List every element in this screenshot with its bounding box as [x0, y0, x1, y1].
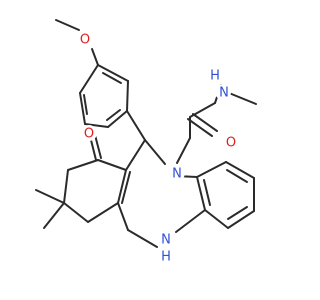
ring-nh-hydrogen-label: H [161, 250, 171, 265]
amide-oxygen-label: O [226, 136, 236, 151]
amide-nitrogen-label: N [219, 86, 229, 101]
methoxy-oxygen-label: O [80, 33, 90, 48]
ring-nh-nitrogen-label: N [161, 233, 171, 248]
ring-nitrogen-label: N [172, 167, 182, 182]
cyclohexenone-ring [35, 134, 127, 229]
methoxy-group [55, 19, 99, 66]
diazepine-ring [117, 139, 206, 248]
methoxyphenyl-ring [79, 64, 129, 128]
benzo-ring [196, 161, 255, 229]
acetamide-chain [176, 84, 257, 164]
ketone-oxygen-label: O [84, 127, 94, 142]
molecule-structure: O O O N H N N H [35, 19, 257, 265]
atom-labels: O O O N H N N H [77, 31, 238, 265]
amide-h-label: H [210, 69, 220, 84]
aryl-ch-bond [126, 110, 146, 141]
